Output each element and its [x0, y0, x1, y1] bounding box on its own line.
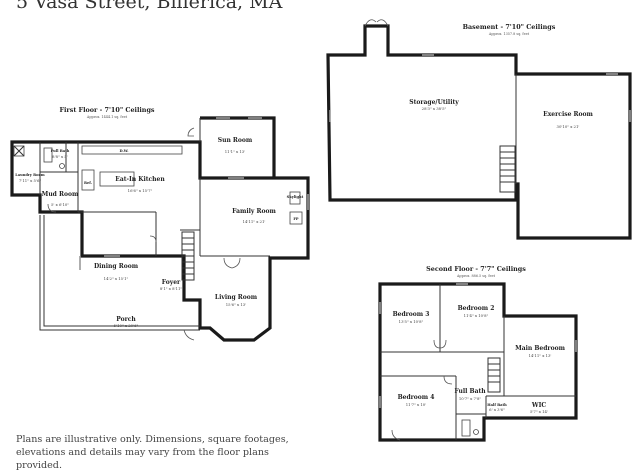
washer-mark	[13, 145, 25, 157]
floor-plan-diagram: Basement - 7'10" Ceilings Approx. 1357.8…	[10, 19, 632, 442]
room-label-exercise: Exercise Room	[543, 111, 593, 118]
toilet	[59, 163, 65, 169]
second-floor-interior-walls	[380, 284, 576, 440]
room-label-bed4: Bedroom 4	[398, 394, 435, 401]
refrigerator	[81, 169, 95, 191]
basement-bulkhead-doors	[364, 19, 389, 27]
first-floor-stairs	[181, 231, 195, 281]
fireplace	[289, 211, 303, 225]
first-floor-area: Approx. 1444.1 sq. feet	[86, 115, 128, 119]
room-dim-fullbath-2: 10'7" x 7'8"	[459, 396, 481, 401]
fireplace-label: FP	[293, 217, 299, 221]
room-dim-bed4: 11'7" x 10'	[406, 402, 426, 407]
second-floor-plan: Second Floor - 7'7" Ceilings Approx. 886…	[378, 265, 578, 442]
bath-tub	[43, 147, 53, 163]
room-label-kitchen: Eat-In Kitchen	[115, 176, 165, 183]
room-label-fullbath-2: Full Bath	[454, 388, 486, 395]
basement-outline	[326, 24, 632, 240]
room-dim-wic: 5'7" x 14'	[530, 409, 548, 414]
first-floor-plan: First Floor - 7'10" Ceilings Approx. 144…	[10, 106, 310, 342]
room-label-main: Main Bedroom	[515, 345, 566, 352]
basement-title: Basement - 7'10" Ceilings	[463, 23, 556, 31]
room-dim-porch: 5'10" x 20'6"	[114, 323, 139, 328]
room-label-laundry: Laundry Room	[15, 173, 45, 177]
room-dim-foyer: 8'1" x 8'11"	[160, 286, 182, 291]
first-floor-interior-walls	[39, 142, 270, 257]
porch-outline	[39, 215, 200, 331]
room-label-sun: Sun Room	[218, 137, 253, 144]
room-dim-laundry: 7'11" x 5'6"	[19, 178, 41, 183]
closet-door	[149, 235, 157, 243]
room-label-living: Living Room	[215, 294, 258, 301]
sun-room-door	[187, 127, 195, 137]
basement-stairs	[499, 145, 516, 193]
bath-tub-2	[461, 419, 471, 437]
room-label-foyer: Foyer	[162, 279, 181, 286]
room-dim-main: 14'11" x 13'	[529, 353, 552, 358]
room-dim-bed2: 11'4" x 10'8"	[464, 313, 489, 318]
refrigerator-label: Ref.	[84, 181, 92, 185]
room-dim-bed3: 13'5" x 10'8"	[399, 319, 424, 324]
room-dim-exercise: 30'10" x 21'	[557, 124, 580, 129]
room-label-fullbath-1: Full Bath	[51, 149, 70, 153]
second-floor-outline	[378, 282, 578, 442]
basement-area: Approx. 1357.8 sq. feet	[488, 32, 530, 36]
room-label-family: Family Room	[232, 208, 276, 215]
room-dim-kitchen: 16'6" x 15'7"	[128, 188, 153, 193]
second-floor-area: Approx. 886.5 sq. feet	[456, 274, 496, 278]
mud-room-door	[47, 203, 57, 213]
room-label-halfbath: Half Bath	[487, 403, 507, 407]
kitchen-island	[99, 171, 135, 187]
living-room-french-doors	[223, 257, 241, 269]
skylight-label: Skylight	[287, 195, 304, 199]
sun-room-walls	[200, 116, 276, 178]
room-label-porch: Porch	[116, 316, 136, 323]
room-label-bed2: Bedroom 2	[458, 305, 495, 312]
first-floor-title: First Floor - 7'10" Ceilings	[59, 106, 154, 114]
room-dim-storage: 28'3" x 38'5"	[422, 106, 447, 111]
bedroom-3-door	[433, 339, 441, 349]
room-dim-living: 15'6" x 13'	[226, 302, 246, 307]
room-label-bed3: Bedroom 3	[393, 311, 430, 318]
room-label-wic: WIC	[531, 402, 547, 409]
room-label-storage: Storage/Utility	[409, 99, 459, 106]
room-dim-mud: 5' x 6'10"	[51, 202, 69, 207]
second-floor-title: Second Floor - 7'7" Ceilings	[426, 265, 526, 273]
first-floor-outline	[10, 140, 310, 342]
toilet-2	[473, 429, 479, 435]
room-label-mud: Mud Room	[42, 191, 79, 198]
bedroom-4-door	[443, 375, 453, 385]
room-dim-dining: 14'2" x 15'1"	[104, 276, 129, 281]
basement-plan: Basement - 7'10" Ceilings Approx. 1357.8…	[326, 19, 632, 240]
listing-address: 5 Vasa Street, Billerica, MA	[16, 0, 283, 13]
second-floor-stairs	[487, 357, 501, 393]
room-label-dining: Dining Room	[94, 263, 139, 270]
floor-plan-disclaimer: Plans are illustrative only. Dimensions,…	[16, 434, 289, 471]
room-dim-family: 14'11" x 21'	[243, 219, 266, 224]
room-dim-halfbath: 6' x 3'6"	[489, 407, 505, 412]
dishwasher-label: D.W.	[120, 149, 129, 153]
kitchen-counter	[81, 145, 183, 155]
bedroom-2-door	[439, 339, 447, 349]
porch-door	[183, 329, 195, 341]
closet-door-2	[391, 429, 401, 441]
skylight	[289, 191, 301, 205]
room-dim-fullbath-1: 8'8" x 5'	[52, 154, 68, 159]
room-dim-sun: 11'1" x 13'	[225, 149, 245, 154]
